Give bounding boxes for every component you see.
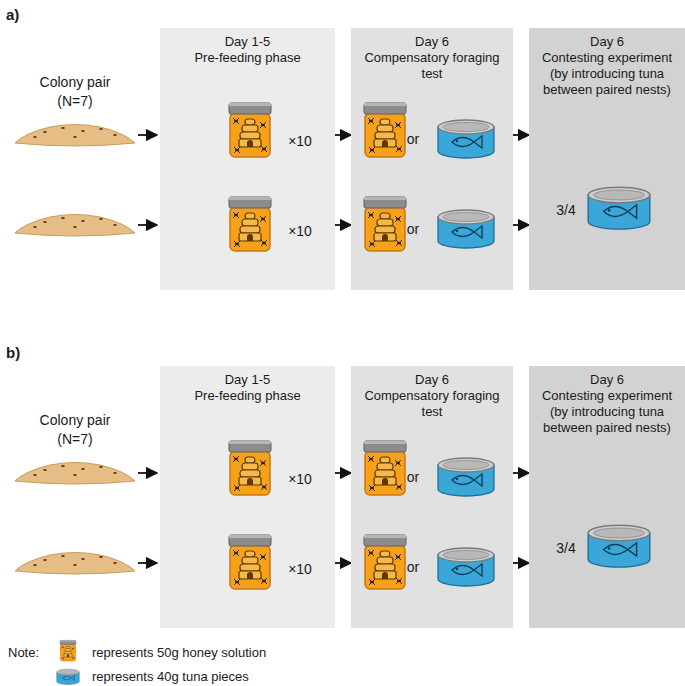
legend-text: represents 50g honey solution [92,645,266,660]
sample-size: (N=7) [57,431,92,447]
panel-label: b) [6,344,20,361]
phase-band: Day 6Compensatory foraging test [351,366,513,628]
day-heading: Day 1-5 [166,372,329,388]
group-label: Colony pair [40,412,111,428]
flow-arrow [513,134,529,136]
honey-jar [364,103,406,157]
honey-jar [60,640,76,661]
honey-jar [364,441,406,495]
fraction-label: 3/4 [556,202,575,218]
honey-jar [229,535,271,589]
phase-band: Day 6Contesting experiment(by introducin… [529,28,685,290]
day-heading: Day 6 [535,34,679,50]
choice-label: or [407,559,419,575]
flow-arrow [335,134,351,136]
colony-nest [15,125,135,147]
phase-band: Day 1-5Pre-feeding phase [160,28,335,290]
choice-label: or [407,469,419,485]
phase-title: Contesting experiment [535,388,679,404]
flow-arrow [335,224,351,226]
phase-title: Contesting experiment [535,50,679,66]
phase-title: Pre-feeding phase [166,388,329,404]
lead-arrow [138,224,157,226]
day-heading: Day 6 [535,372,679,388]
flow-arrow [513,224,529,226]
tuna-can [438,210,494,248]
legend-text: represents 40g tuna pieces [92,669,249,684]
choice-label: or [407,221,419,237]
flow-arrow [513,562,529,564]
honey-jar [229,103,271,157]
honey-jar [229,197,271,251]
phase-band: Day 6Compensatory foraging test [351,28,513,290]
tuna-can [438,548,494,586]
legend-entry: represents 50g honey solution [92,645,266,660]
tuna-can [588,187,650,229]
panel-label: a) [6,6,19,23]
flow-arrow [513,472,529,474]
phase-title: Compensatory foraging test [357,50,507,82]
group-label: Colony pair [40,74,111,90]
lead-arrow [138,134,157,136]
phase-band: Day 1-5Pre-feeding phase [160,366,335,628]
tuna-can [438,120,494,158]
phase-title: Compensatory foraging test [357,388,507,420]
count-label: ×10 [288,561,312,577]
tuna-can [438,458,494,496]
count-label: ×10 [288,471,312,487]
note-label: Note: [8,645,39,660]
lead-arrow [138,472,157,474]
colony-nest [15,215,135,237]
count-label: ×10 [288,223,312,239]
honey-jar [229,441,271,495]
legend-entry: represents 40g tuna pieces [92,669,249,684]
honey-jar [364,535,406,589]
colony-nest [15,463,135,485]
tuna-can [57,669,79,684]
choice-label: or [407,131,419,147]
sample-size: (N=7) [57,93,92,109]
band-illustration [160,28,335,290]
fraction-label: 3/4 [556,540,575,556]
day-heading: Day 6 [357,372,507,388]
count-label: ×10 [288,133,312,149]
day-heading: Day 1-5 [166,34,329,50]
band-illustration [160,366,335,628]
flow-arrow [335,472,351,474]
honey-jar [364,197,406,251]
colony-nest [15,553,135,575]
lead-arrow [138,562,157,564]
phase-title: (by introducing tuna between paired nest… [535,66,679,98]
phase-title: Pre-feeding phase [166,50,329,66]
phase-title: (by introducing tuna between paired nest… [535,404,679,436]
tuna-can [588,525,650,567]
phase-band: Day 6Contesting experiment(by introducin… [529,366,685,628]
day-heading: Day 6 [357,34,507,50]
flow-arrow [335,562,351,564]
